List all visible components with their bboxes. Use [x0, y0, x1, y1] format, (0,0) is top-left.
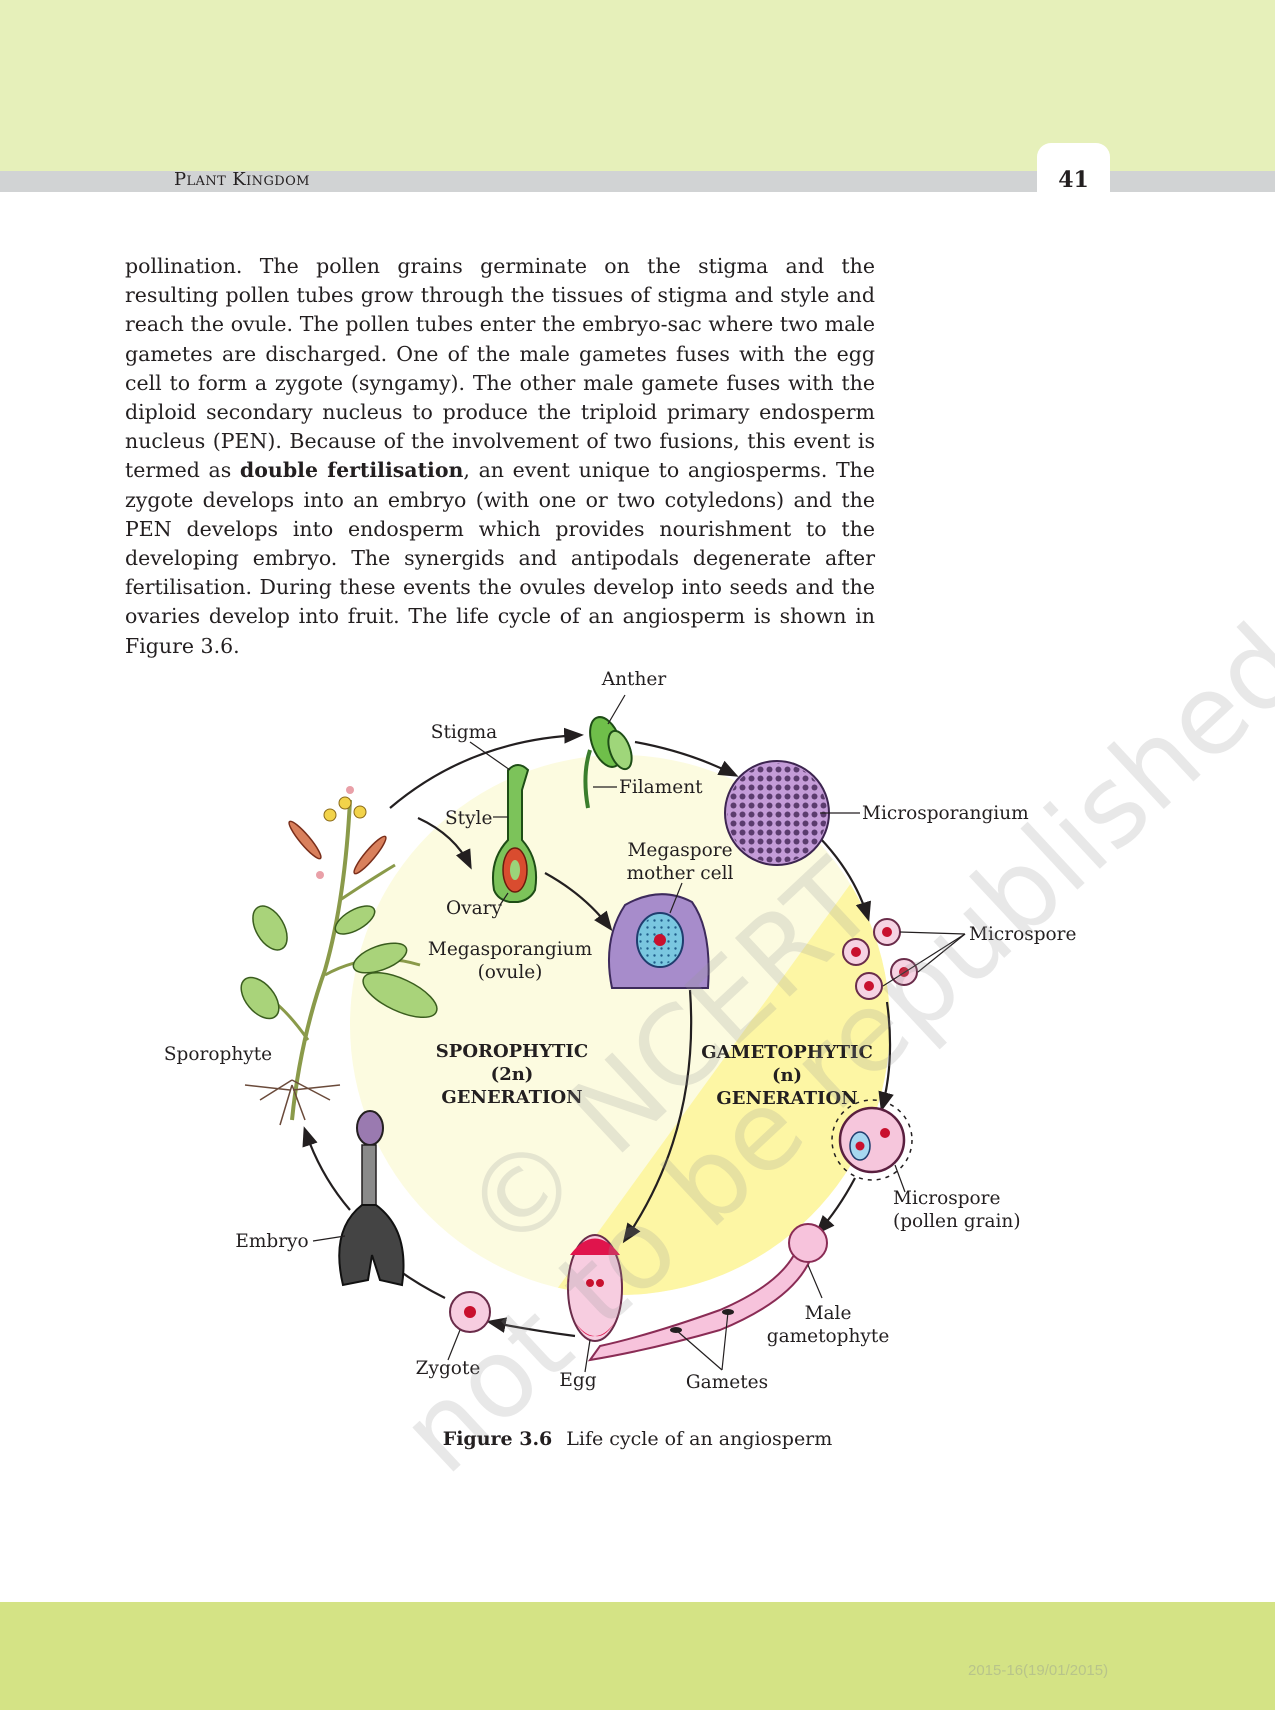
key-term-double-fertilisation: double fertilisation: [239, 458, 464, 483]
life-cycle-figure: Anther Stigma Filament Microsporangium S…: [0, 640, 1275, 1400]
label-stigma: Stigma: [431, 722, 497, 743]
paragraph-text-part-2: , an event unique to angiosperms. The zy…: [125, 458, 875, 658]
label-megaspore-mother-cell-line2: mother cell: [627, 863, 734, 884]
label-egg: Egg: [559, 1370, 596, 1391]
chapter-title: Plant Kingdom: [174, 169, 310, 190]
sporophytic-generation: GENERATION: [441, 1087, 582, 1108]
label-megasporangium-line1: Megasporangium: [428, 939, 593, 960]
male-gametophyte-drawing: [587, 1223, 828, 1362]
header-band: [0, 0, 1275, 171]
sporophyte-plant-drawing: [240, 786, 438, 1126]
anther-drawing: [583, 716, 633, 809]
figure-caption-label: Figure 3.6: [442, 1428, 553, 1450]
microspores-drawing: [842, 918, 918, 1000]
label-megasporangium-line2: (ovule): [478, 962, 543, 983]
label-anther: Anther: [601, 669, 667, 690]
life-cycle-diagram: Anther Stigma Filament Microsporangium S…: [164, 669, 1077, 1393]
label-microspore-pollen-line1: Microspore: [893, 1188, 1001, 1209]
label-male-gametophyte-line1: Male: [805, 1303, 852, 1324]
label-microsporangium: Microsporangium: [862, 803, 1029, 824]
cycle-arrows: [302, 727, 894, 1338]
sporophytic-title: SPOROPHYTIC: [436, 1041, 588, 1062]
gametophytic-generation: GENERATION: [716, 1088, 857, 1109]
microsporangium-drawing: [724, 760, 830, 866]
gametophytic-ploidy: (n): [772, 1065, 802, 1086]
label-ovary: Ovary: [446, 898, 502, 919]
footer-band: [0, 1602, 1275, 1710]
embryo-drawing: [338, 1110, 405, 1287]
label-embryo: Embryo: [235, 1231, 308, 1252]
header-strip: [0, 171, 1275, 192]
sporophytic-ploidy: (2n): [491, 1064, 534, 1085]
label-filament: Filament: [619, 777, 703, 798]
pistil-drawing: [492, 764, 538, 903]
label-sporophyte: Sporophyte: [164, 1044, 272, 1065]
label-microspore-pollen-line2: (pollen grain): [893, 1211, 1021, 1232]
label-style: Style: [445, 808, 492, 829]
paragraph-text-part-1: pollination. The pollen grains germinate…: [125, 254, 875, 483]
label-gametes: Gametes: [686, 1372, 768, 1393]
label-zygote: Zygote: [416, 1358, 481, 1379]
body-paragraph: pollination. The pollen grains germinate…: [125, 252, 875, 661]
label-microspore: Microspore: [969, 924, 1077, 945]
page-number: 41: [1058, 167, 1089, 193]
embryo-sac-drawing: [567, 1234, 623, 1342]
page-number-tab: [1037, 143, 1110, 198]
figure-caption-text: Life cycle of an angiosperm: [566, 1428, 833, 1450]
label-male-gametophyte-line2: gametophyte: [767, 1326, 890, 1347]
pollen-grain-drawing: [831, 1099, 913, 1181]
zygote-drawing: [449, 1291, 491, 1333]
date-stamp: 2015-16(19/01/2015): [968, 1662, 1109, 1679]
label-megaspore-mother-cell-line1: Megaspore: [627, 840, 732, 861]
gametophytic-title: GAMETOPHYTIC: [701, 1042, 873, 1063]
figure-caption: Figure 3.6 Life cycle of an angiosperm: [0, 1428, 1275, 1450]
label-pointers: [312, 694, 966, 1373]
megasporangium-drawing: [607, 893, 710, 989]
